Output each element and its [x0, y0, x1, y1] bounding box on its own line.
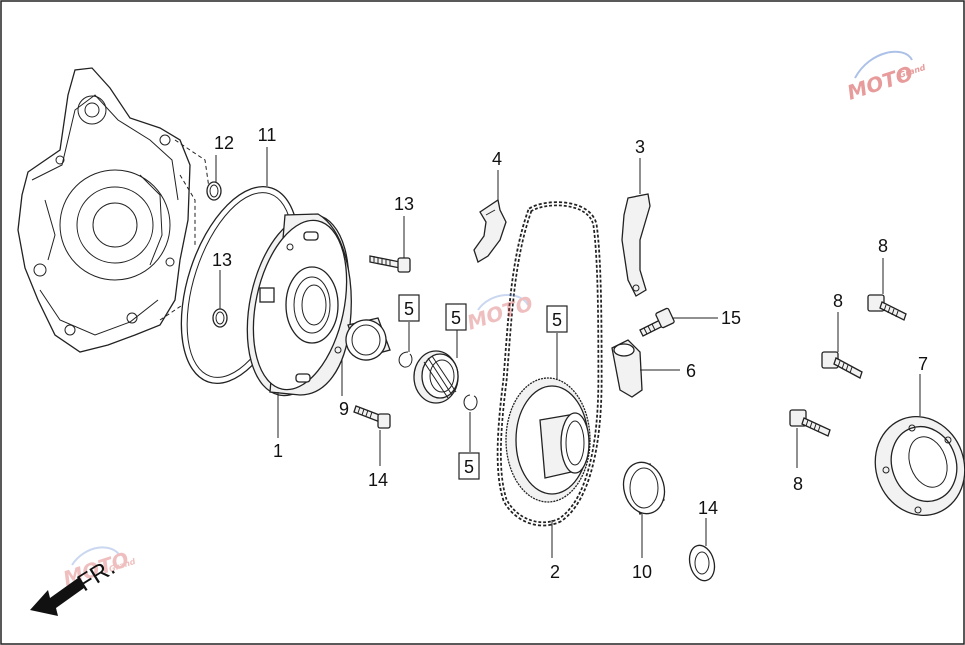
part-8-bolt-bottom: [789, 409, 831, 437]
leader-lines: [215, 147, 921, 558]
callout-4: 4: [492, 149, 502, 169]
callout-3: 3: [635, 137, 645, 157]
arrow-left-down-icon: [30, 578, 84, 616]
boxed-callout-5-b: 5: [451, 308, 461, 328]
callout-1: 1: [273, 441, 283, 461]
boxed-callouts: 5 5 5 5: [398, 294, 568, 480]
part-8-bolt-top: [867, 294, 907, 321]
part-13-o-ring-upper: [206, 181, 222, 201]
part-10-collar: [622, 461, 666, 515]
callout-13-upper: 12: [214, 133, 234, 153]
watermark-logo-text: MOTO: [844, 61, 916, 105]
part-15-bolt: [639, 307, 675, 337]
callout-10: 10: [632, 562, 652, 582]
part-2-drive-chain: [496, 201, 603, 527]
part-7-side-cover: [874, 416, 965, 516]
callout-12: 11: [258, 125, 277, 145]
callout-9: 9: [339, 399, 349, 419]
callout-13-lower: 13: [212, 250, 232, 270]
watermark-top-right: MOTO Grand: [844, 50, 927, 105]
callout-8-bottom: 8: [793, 474, 803, 494]
part-5-circlip-right: [463, 394, 478, 411]
part-6-slider: [611, 339, 643, 398]
part-14-bolt-upper: [369, 255, 411, 273]
boxed-callout-5-a: 5: [404, 299, 414, 319]
part-5-needle-bearing: [413, 350, 459, 404]
callout-14-lower: 14: [368, 470, 388, 490]
boxed-callout-5-c: 5: [552, 310, 562, 330]
callout-11: 14: [698, 498, 718, 518]
part-4-chain-guide: [473, 198, 507, 263]
crankcase-housing: [17, 67, 211, 353]
callout-8-top: 8: [878, 236, 888, 256]
watermark-center: MOTO: [464, 291, 536, 335]
part-3-chain-tensioner: [621, 193, 651, 297]
part-13-o-ring-lower: [212, 308, 228, 328]
part-14-bolt-lower: [353, 405, 391, 429]
part-8-bolt-middle: [821, 351, 863, 379]
part-11-washer: [688, 544, 716, 582]
callout-15: 15: [721, 308, 741, 328]
callout-14-upper: 13: [394, 194, 414, 214]
part-5-circlip-left: [398, 351, 413, 368]
callout-labels: 11 12 13 13 4 3 15 6 8 8 7 9 1 14 8 14 2…: [212, 125, 928, 582]
callout-7: 7: [918, 354, 928, 374]
part-1-cover: [246, 213, 352, 397]
boxed-callout-5-d: 5: [464, 457, 474, 477]
part-9-bushing: [345, 317, 391, 361]
part-2-sprocket: [505, 377, 591, 503]
callout-2: 2: [550, 562, 560, 582]
callout-8-middle: 8: [833, 291, 843, 311]
callout-6: 6: [686, 361, 696, 381]
watermark-center-text: MOTO: [464, 291, 536, 335]
